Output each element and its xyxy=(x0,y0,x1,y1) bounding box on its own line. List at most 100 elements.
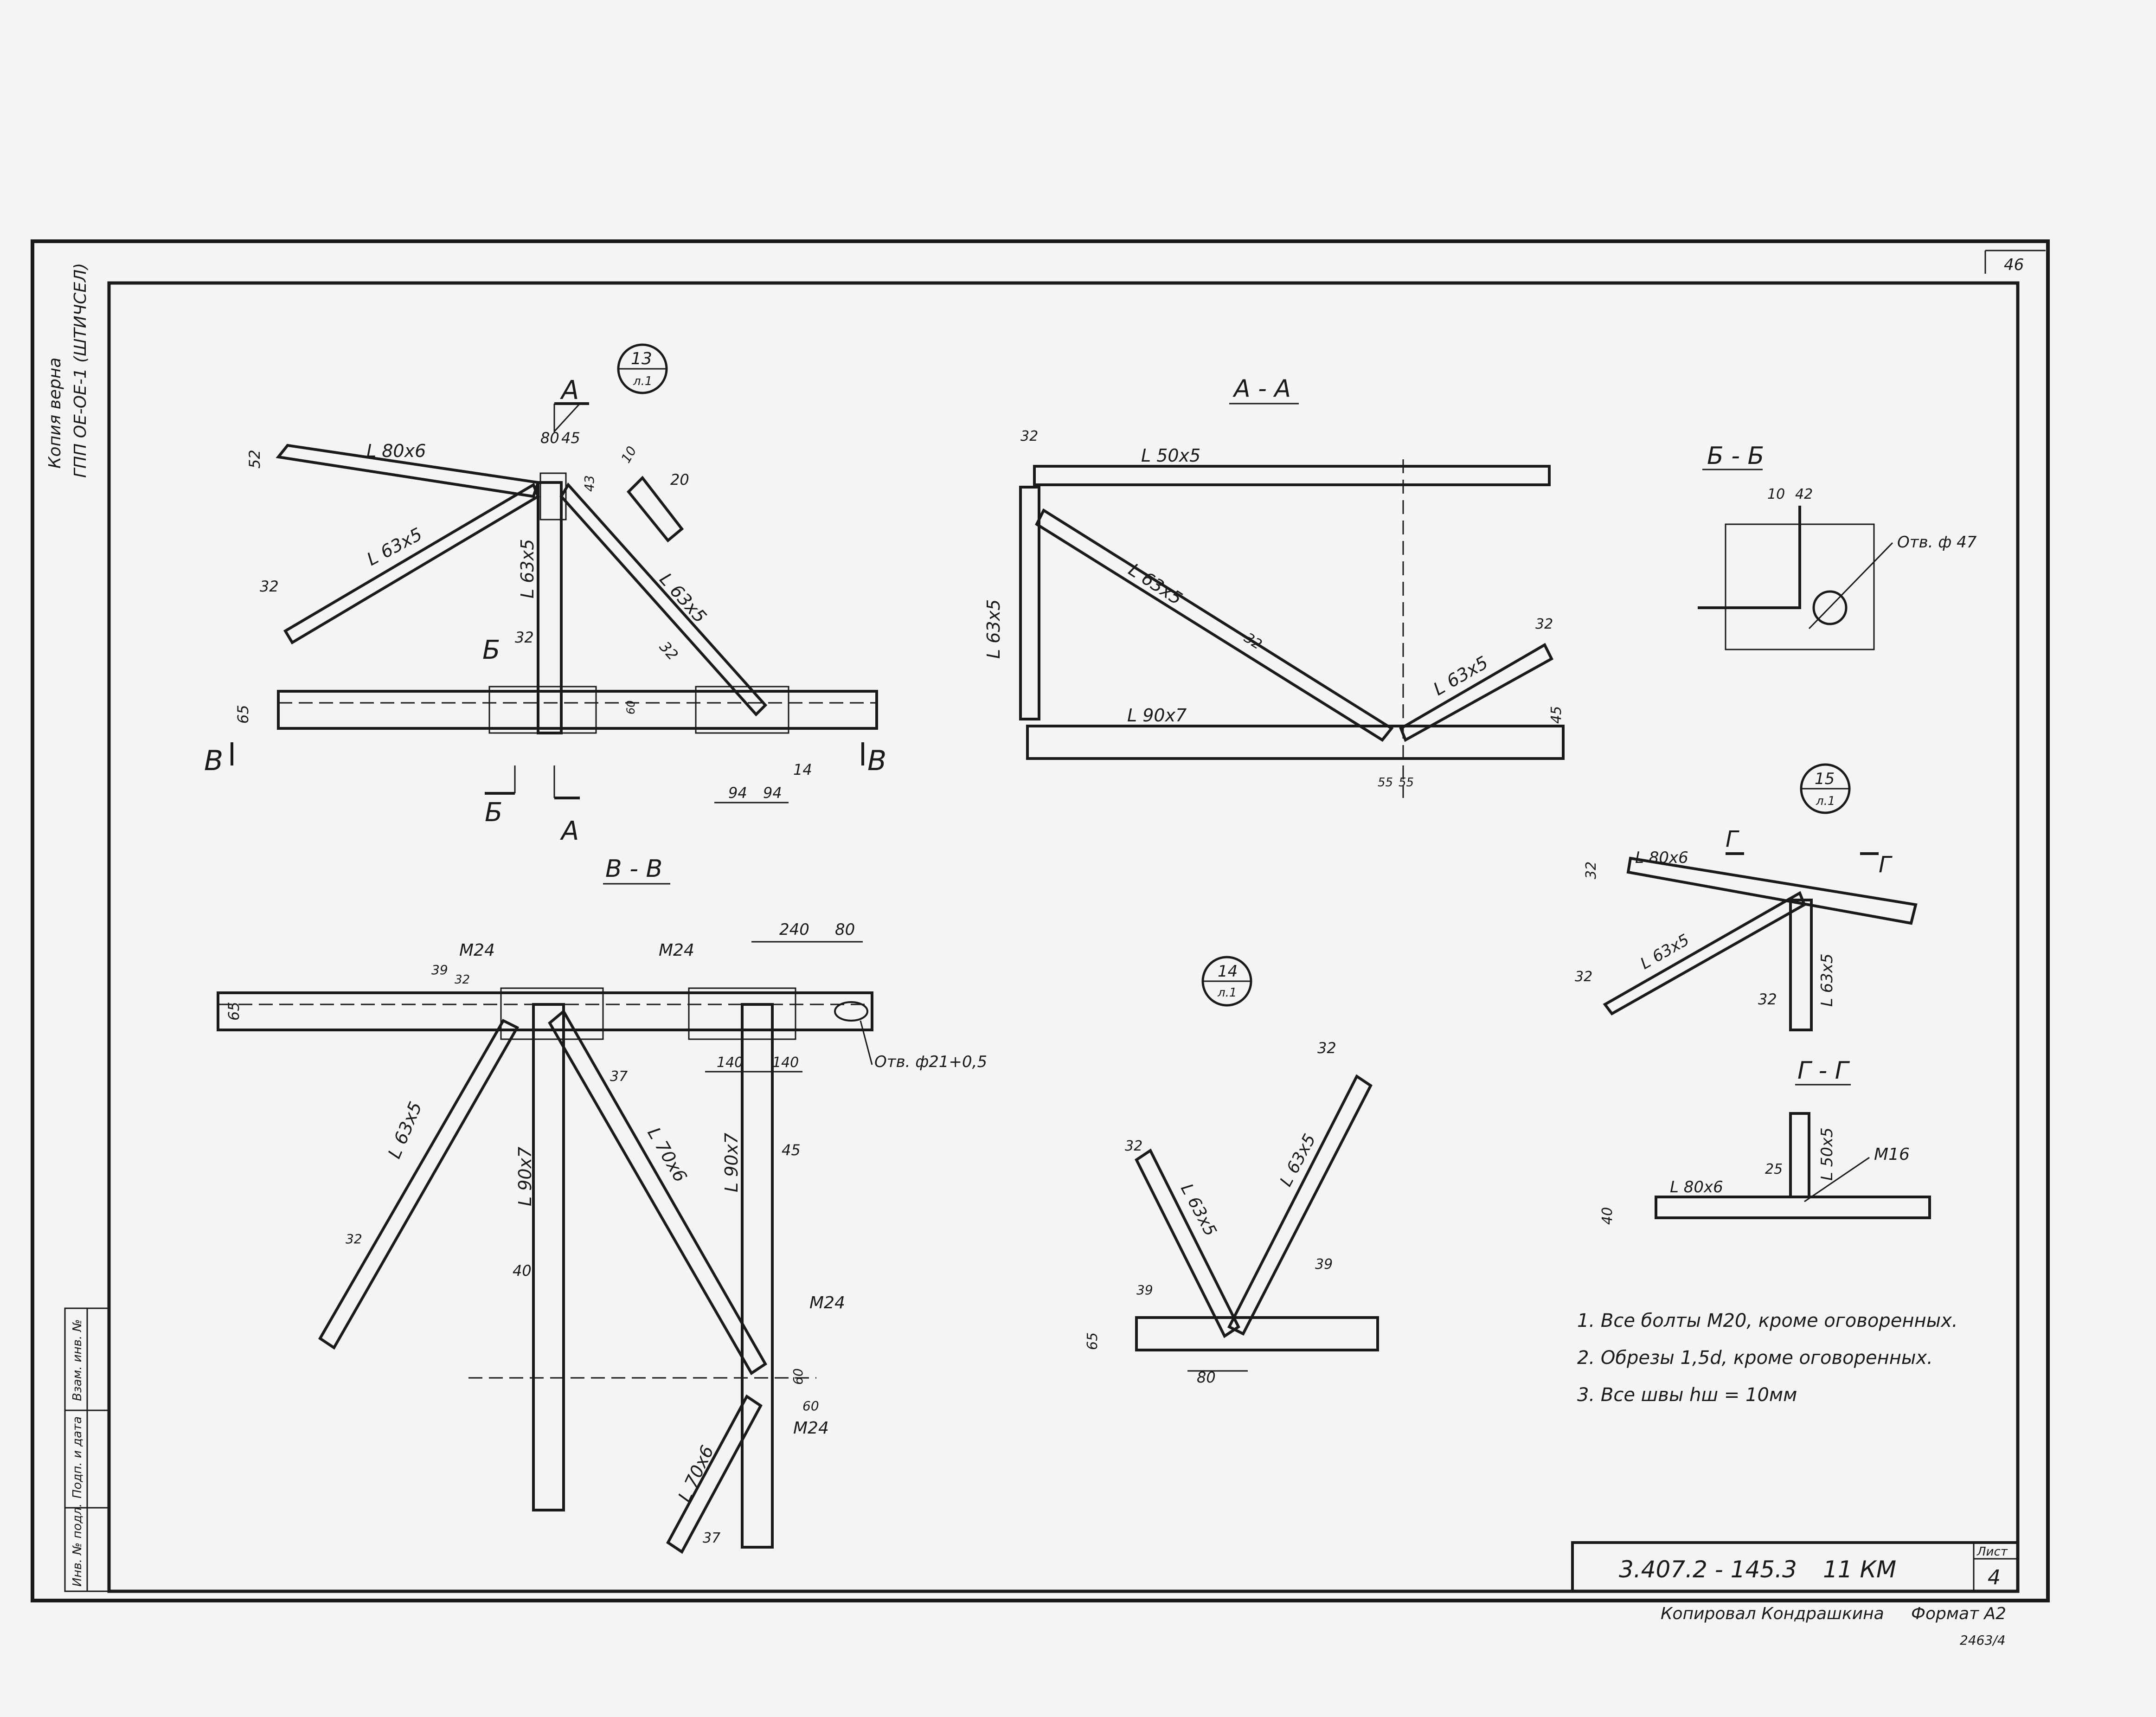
vv-profile-3: L 70x6 xyxy=(643,1124,691,1186)
title-v-v: В - В xyxy=(605,855,662,883)
callout-13-sheet: л.1 xyxy=(633,374,652,388)
cut-a-bottom: А xyxy=(560,816,579,846)
sheet-frame: 46 xyxy=(31,239,2050,1602)
v14-member-right xyxy=(1227,1074,1373,1336)
section-b-b: Б - Б Отв. ф 47 10 42 xyxy=(1698,442,1977,650)
stamp-field-2: Подп. и дата xyxy=(71,1416,84,1498)
dim-13-80: 80 xyxy=(540,429,559,447)
vv-dim-32b: 32 xyxy=(346,1231,362,1247)
gg-profile-post: L 50x5 xyxy=(1818,1127,1836,1181)
vv-bolt-3: M24 xyxy=(809,1293,845,1312)
bb-hole-label: Отв. ф 47 xyxy=(1897,533,1977,552)
section-a-a: А - А L 50x5 L 63x5 L 63x5 L 90x7 L 63x5… xyxy=(983,375,1565,798)
vv-dim-60b: 60 xyxy=(802,1398,819,1414)
gg-dim-40: 40 xyxy=(1599,1207,1616,1225)
diagonal-right xyxy=(559,482,768,717)
diagonal-left xyxy=(283,482,540,645)
dim-13-32b: 32 xyxy=(515,629,534,646)
vv-profile-1: L 63x5 xyxy=(384,1099,426,1161)
bottom-chord xyxy=(277,690,878,730)
v15-profile-top: L 80x6 xyxy=(1635,849,1688,867)
v15-post xyxy=(1789,899,1813,1031)
vv-post-right xyxy=(741,1003,774,1549)
aa-left-post xyxy=(1019,486,1040,720)
left-stamp: Копия верна ГПП ОЕ-ОЕ-1 (ШТИЧСЕЛ) Инв. №… xyxy=(45,263,110,1592)
dim-aa-32c: 32 xyxy=(1535,616,1553,632)
dim-aa-55b: 55 xyxy=(1399,776,1414,790)
sheet-label: Лист xyxy=(1976,1545,2008,1559)
section-g-g: Г - Г L 80x6 L 50x5 M16 25 40 xyxy=(1599,1057,1931,1225)
cut-a-top: А xyxy=(560,375,579,405)
callout-13-num: 13 xyxy=(631,349,652,368)
v14-dim-65: 65 xyxy=(1084,1332,1101,1350)
copy-note-line1: Копия верна xyxy=(45,358,64,469)
v15-diagonal xyxy=(1603,891,1806,1016)
view-14: 14 л.1 L 63x5 L 63x5 32 32 39 39 65 80 xyxy=(1084,956,1379,1386)
callout-14-num: 14 xyxy=(1218,962,1238,981)
v15-profile-post: L 63x5 xyxy=(1818,953,1836,1007)
cut-v-left: В xyxy=(204,745,223,777)
gg-bolt: M16 xyxy=(1874,1145,1910,1164)
profile-13-top: L 80x6 xyxy=(366,441,426,461)
note-3: 3. Все швы hш = 10мм xyxy=(1577,1384,1797,1406)
dim-aa-32b: 32 xyxy=(1241,630,1265,653)
vv-dim-32a: 32 xyxy=(455,973,470,987)
dim-aa-45: 45 xyxy=(1548,706,1565,724)
vv-profile-2: L 90x7 xyxy=(515,1147,535,1206)
aa-diagonal-left xyxy=(1035,508,1394,742)
vv-bolt-1: M24 xyxy=(459,941,495,960)
vv-diagonal-left xyxy=(318,1019,520,1350)
gg-post xyxy=(1789,1112,1810,1198)
format-label: Формат А2 xyxy=(1911,1604,2006,1623)
note-1: 1. Все болты М20, кроме оговоренных. xyxy=(1577,1310,1958,1331)
v15-profile-diag: L 63x5 xyxy=(1637,931,1693,973)
section-v-v: В - В M24 M24 M24 M24 L 63x5 L 90x7 L 70… xyxy=(217,855,987,1554)
cut-g-left: Г xyxy=(1726,826,1739,852)
gg-profile-chord: L 80x6 xyxy=(1670,1178,1723,1196)
cut-g-right: Г xyxy=(1879,852,1893,878)
cut-b-bottom: Б xyxy=(485,797,502,828)
aa-diagonal-right xyxy=(1399,643,1553,742)
title-a-a: А - А xyxy=(1232,375,1291,403)
drawing-code: 3.407.2 - 145.3 xyxy=(1619,1556,1797,1583)
dim-13-10: 10 xyxy=(618,444,639,465)
bb-angle xyxy=(1698,506,1801,609)
v14-dim-32a: 32 xyxy=(1317,1039,1336,1057)
title-g-g: Г - Г xyxy=(1797,1057,1850,1085)
dim-13-20: 20 xyxy=(670,471,689,489)
title-b-b: Б - Б xyxy=(1707,442,1764,470)
v15-dim-32a: 32 xyxy=(1583,862,1599,879)
vv-dim-80: 80 xyxy=(835,920,855,939)
v14-profile-left: L 63x5 xyxy=(1177,1181,1220,1240)
cut-b-top: Б xyxy=(482,635,500,665)
v15-top-member xyxy=(1626,856,1918,925)
dim-13-43: 43 xyxy=(582,475,597,492)
callout-15-sheet: л.1 xyxy=(1816,794,1835,808)
view-15: 15 л.1 Г Г L 80x6 L 63x5 L 63x5 32 32 32 xyxy=(1575,763,1918,1031)
drawing-mark: 11 КМ xyxy=(1823,1556,1896,1583)
dim-bb-10: 10 xyxy=(1767,486,1785,502)
dim-13-52: 52 xyxy=(246,450,263,469)
dim-13-94b: 94 xyxy=(763,784,782,802)
dim-13-14: 14 xyxy=(793,761,812,778)
vv-bolt-4: M24 xyxy=(793,1419,829,1438)
note-2: 2. Обрезы 1,5d, кроме оговоренных. xyxy=(1577,1347,1933,1369)
profile-aa-post: L 63x5 xyxy=(983,599,1004,659)
profile-13-diag-left: L 63x5 xyxy=(364,524,426,570)
notes: 1. Все болты М20, кроме оговоренных. 2. … xyxy=(1577,1310,1958,1406)
callout-14-sheet: л.1 xyxy=(1217,986,1237,1000)
v15-dim-32b: 32 xyxy=(1575,969,1592,985)
dim-aa-55a: 55 xyxy=(1378,776,1393,790)
sheet-no: 4 xyxy=(1988,1566,2001,1589)
vv-dim-60a: 60 xyxy=(790,1368,806,1385)
vv-dim-140b: 140 xyxy=(772,1055,799,1071)
vv-profile-4: L 90x7 xyxy=(721,1133,742,1192)
vv-dim-39: 39 xyxy=(431,962,448,977)
vv-dim-37b: 37 xyxy=(703,1530,720,1546)
profile-13-diag-right: L 63x5 xyxy=(655,569,711,627)
copied-by: Копировал Кондрашкина xyxy=(1661,1604,1884,1623)
dim-aa-32a: 32 xyxy=(1020,428,1038,444)
vv-dim-40: 40 xyxy=(513,1262,532,1280)
v14-dim-32b: 32 xyxy=(1125,1138,1142,1154)
vv-diagonal-middle xyxy=(548,1009,767,1376)
